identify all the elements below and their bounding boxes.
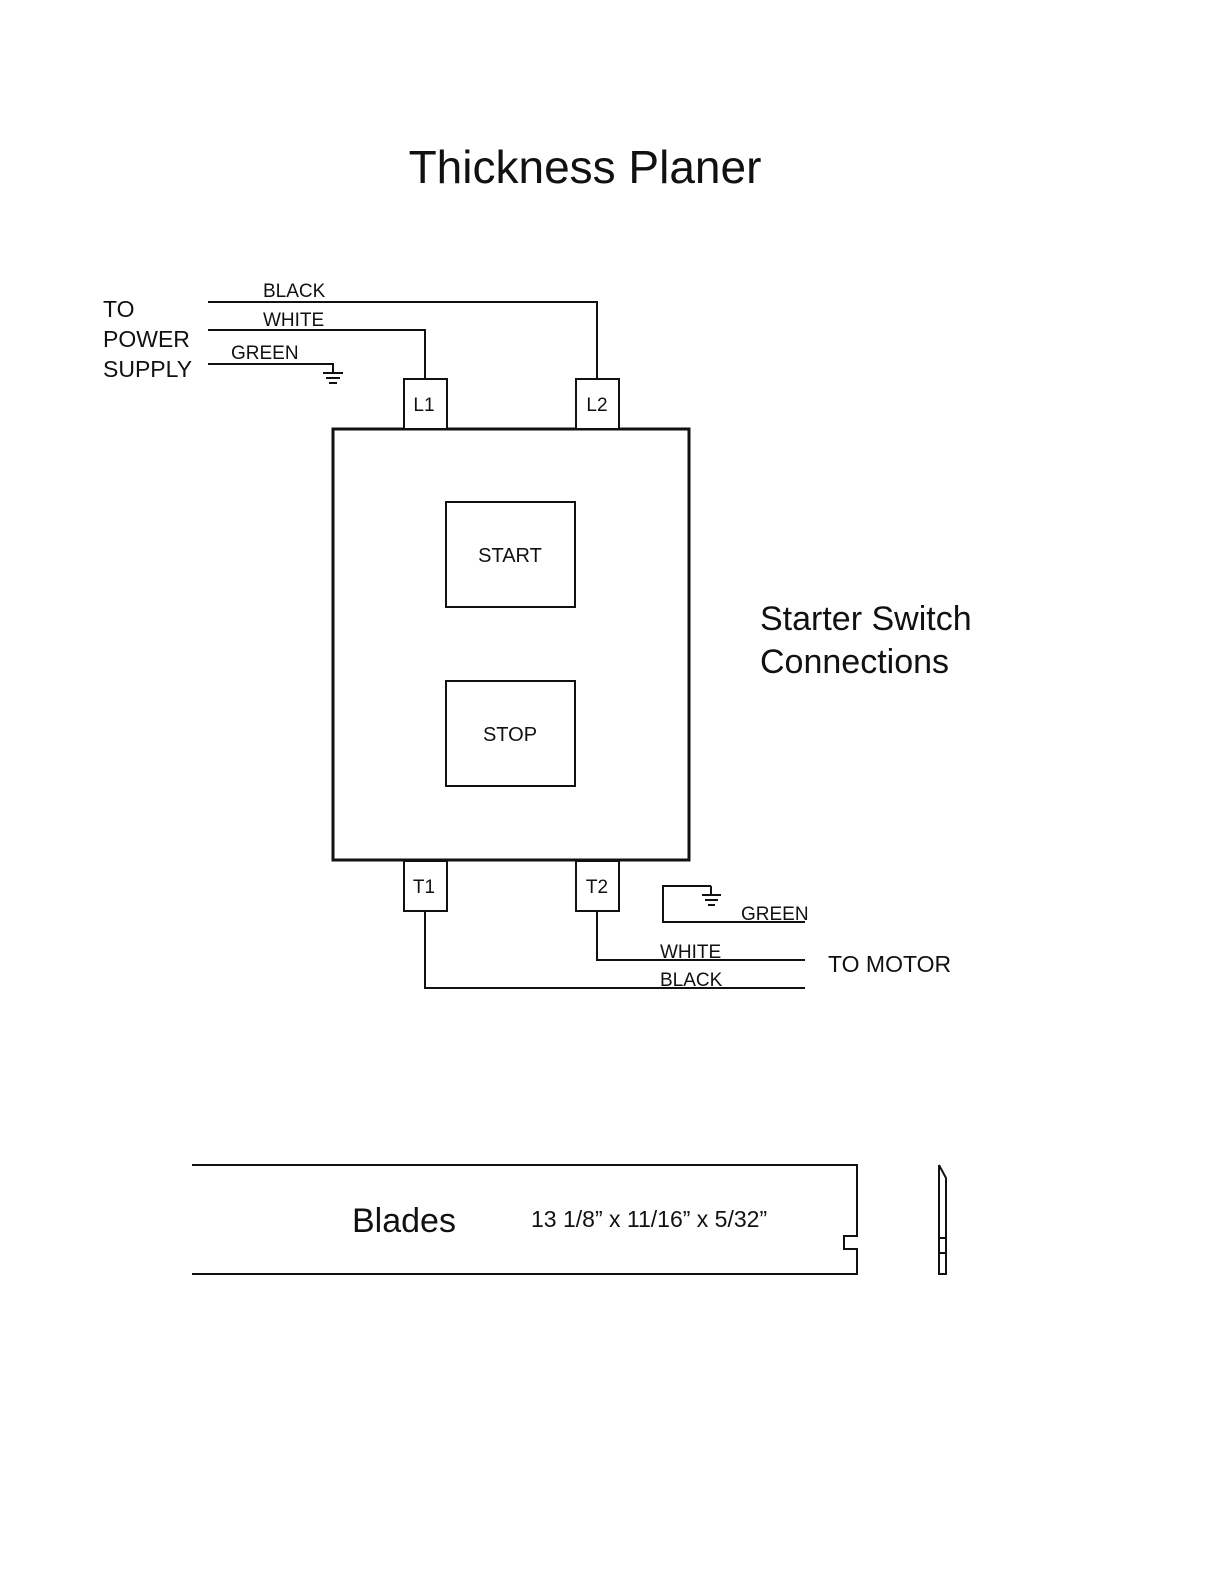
subtitle-line: Starter Switch	[760, 600, 972, 638]
terminal-t1-label: T1	[413, 877, 435, 898]
terminal-l2-label: L2	[586, 395, 607, 416]
ground-icon	[323, 373, 343, 383]
wire-label-motor-white: WHITE	[660, 942, 721, 963]
stop-button-label: STOP	[483, 724, 537, 746]
blade-dimensions: 13 1/8” x 11/16” x 5/32”	[531, 1206, 767, 1232]
wire-label-motor-black: BLACK	[660, 970, 723, 991]
power-supply-label: TO POWER SUPPLY	[103, 296, 192, 382]
subtitle-line: Connections	[760, 643, 949, 681]
start-button: START	[446, 502, 575, 607]
blade-drawing: Blades 13 1/8” x 11/16” x 5/32”	[192, 1165, 946, 1274]
start-button-label: START	[478, 545, 542, 567]
terminal-t1: T1	[404, 861, 447, 911]
wire-label-motor-green: GREEN	[741, 904, 809, 925]
to-motor-label: TO MOTOR	[828, 951, 951, 977]
blade-label: Blades	[352, 1202, 456, 1240]
page-title: Thickness Planer	[409, 141, 762, 193]
terminal-t2-label: T2	[586, 877, 608, 898]
terminal-t2: T2	[576, 861, 619, 911]
diagram-subtitle: Starter Switch Connections	[760, 600, 972, 681]
terminal-l2: L2	[576, 379, 619, 429]
ground-icon	[702, 886, 721, 905]
power-supply-label-line: POWER	[103, 326, 190, 352]
power-supply-label-line: SUPPLY	[103, 356, 192, 382]
stop-button: STOP	[446, 681, 575, 786]
power-supply-label-line: TO	[103, 296, 135, 322]
wire-label-white: WHITE	[263, 310, 324, 331]
wire-green-ground	[208, 364, 333, 372]
wire-label-black: BLACK	[263, 281, 326, 302]
wire-label-green: GREEN	[231, 343, 299, 364]
starter-switch-box	[333, 429, 689, 860]
power-supply-wires: BLACK WHITE GREEN	[208, 281, 597, 383]
terminal-l1-label: L1	[413, 395, 434, 416]
blade-side-profile	[939, 1165, 946, 1274]
motor-wires: GREEN WHITE BLACK TO MOTOR	[425, 886, 951, 991]
terminal-l1: L1	[404, 379, 447, 429]
